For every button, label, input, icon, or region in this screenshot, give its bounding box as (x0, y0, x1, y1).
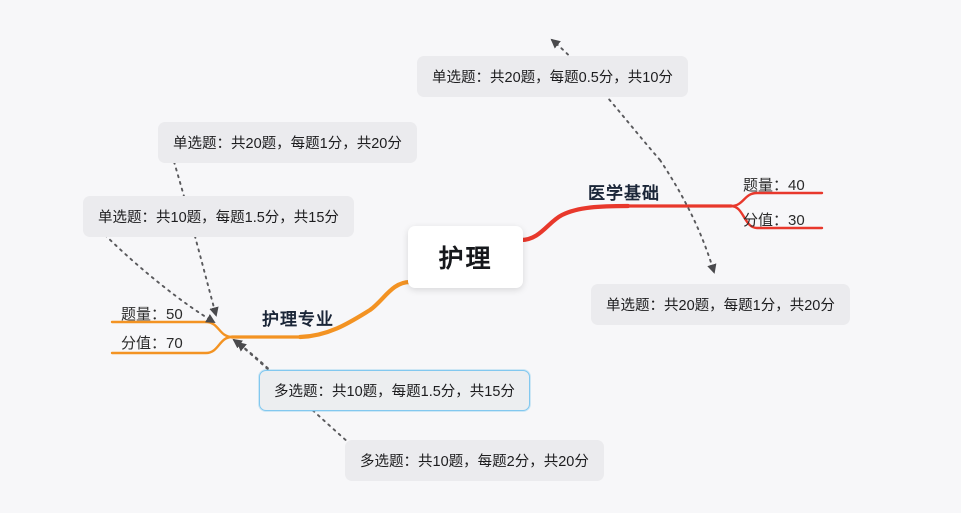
note-box-selected-multi-choice[interactable]: 多选题：共10题，每题1.5分，共15分 (259, 370, 530, 411)
leaf-topic-left-score[interactable]: 分值：70 (121, 335, 183, 352)
note-box-left-upper[interactable]: 单选题：共20题，每题1分，共20分 (158, 122, 417, 163)
note-box-bottom[interactable]: 多选题：共10题，每题2分，共20分 (345, 440, 604, 481)
branch-topic-nursing-major[interactable]: 护理专业 (262, 310, 334, 329)
branch-line-right (518, 203, 631, 243)
note-box-top[interactable]: 单选题：共20题，每题0.5分，共10分 (417, 56, 688, 97)
leaf-topic-right-question-count[interactable]: 题量：40 (743, 177, 805, 194)
leaf-topic-left-question-count[interactable]: 题量：50 (121, 306, 183, 323)
note-box-left-lower[interactable]: 单选题：共10题，每题1.5分，共15分 (83, 196, 354, 237)
central-topic-node[interactable]: 护理 (408, 226, 523, 288)
central-topic-label: 护理 (438, 245, 493, 273)
branch-topic-medical-basics[interactable]: 医学基础 (588, 184, 660, 203)
note-box-right[interactable]: 单选题：共20题，每题1分，共20分 (591, 284, 850, 325)
leaf-topic-right-score[interactable]: 分值：30 (743, 212, 805, 229)
relationship-line-right (659, 159, 717, 274)
